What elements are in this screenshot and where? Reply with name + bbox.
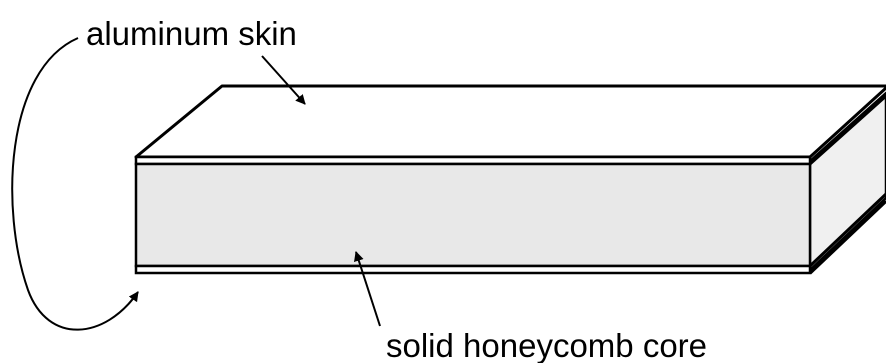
label-honeycomb-core: solid honeycomb core — [386, 327, 707, 363]
honeycomb-core — [134, 162, 812, 268]
top-surface — [134, 84, 886, 159]
sandwich-panel — [134, 84, 886, 275]
annotations: aluminum skin solid honeycomb core — [11, 15, 707, 363]
end-bottom-skin-line — [808, 192, 886, 268]
end-bottom-skin-edge — [808, 199, 886, 275]
skin-arrow — [261, 55, 306, 105]
label-aluminum-skin: aluminum skin — [86, 15, 297, 52]
end-top-skin-line — [808, 94, 886, 166]
bottom-skin-edge — [134, 264, 812, 275]
core-arrow — [354, 251, 381, 327]
skin-bracket-arrow — [11, 37, 139, 331]
